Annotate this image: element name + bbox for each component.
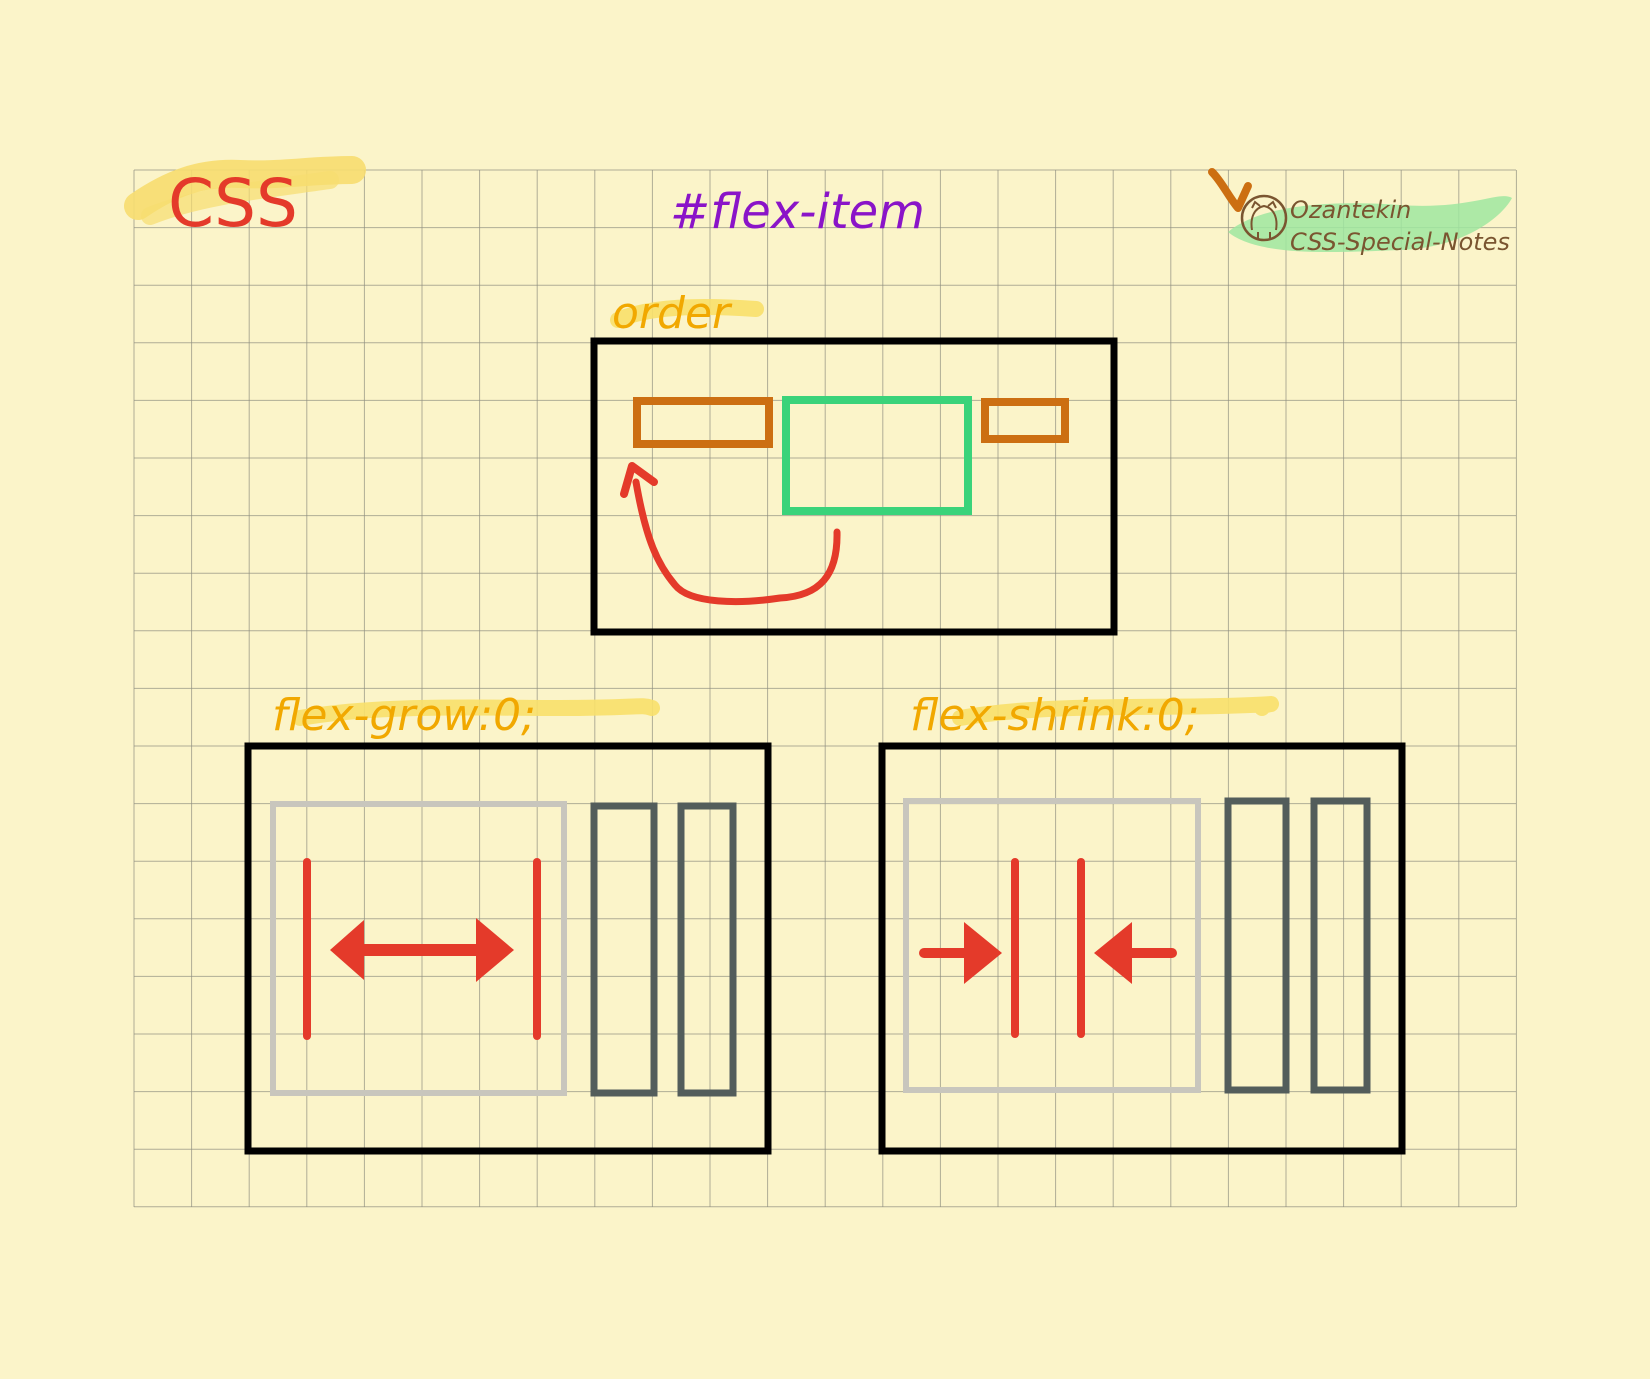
expand-arrow-icon: [303, 858, 541, 1040]
grow-container: [244, 742, 772, 1155]
page-title: #flex-item: [670, 184, 925, 240]
flex-shrink-section: flex-shrink:0;: [878, 690, 1406, 1155]
credit-badge: Ozantekin CSS-Special-Notes: [1208, 168, 1512, 256]
shrink-item-fixed-2: [1310, 797, 1371, 1094]
brand-highlight-stroke: [141, 171, 339, 225]
order-container: [590, 337, 1118, 636]
shrink-label-highlight: [952, 696, 1279, 726]
order-item-middle: [782, 396, 972, 515]
brand-highlight: [124, 156, 366, 220]
shrink-arrows-icon: [919, 858, 1177, 1038]
order-label: order: [612, 288, 733, 339]
github-icon: [1240, 194, 1288, 242]
credit-line1: Ozantekin: [1290, 196, 1411, 224]
flex-grow-label: flex-grow:0;: [272, 690, 536, 741]
credit-line2: CSS-Special-Notes: [1290, 228, 1510, 256]
arrow-down-icon: [1208, 168, 1252, 212]
grid-paper: [133, 169, 1517, 1208]
reorder-arrow-icon: [620, 462, 841, 606]
grow-item-expanded: [270, 801, 567, 1096]
css-brand: CSS: [124, 156, 366, 242]
brand-label: CSS: [168, 165, 298, 242]
grow-item-fixed-1: [590, 802, 658, 1097]
flex-grow-section: flex-grow:0;: [244, 690, 772, 1155]
grow-item-fixed-2: [677, 802, 737, 1097]
shrink-container: [878, 742, 1406, 1155]
order-item-last: [981, 398, 1069, 443]
shrink-item-constrained: [903, 798, 1201, 1093]
order-section: order: [590, 288, 1118, 636]
credit-highlight: [1228, 196, 1512, 253]
grow-label-highlight: [292, 698, 660, 726]
shrink-item-fixed-1: [1224, 797, 1290, 1094]
order-label-highlight: [610, 298, 764, 328]
flex-shrink-label: flex-shrink:0;: [910, 690, 1200, 741]
order-item-first: [633, 397, 773, 448]
